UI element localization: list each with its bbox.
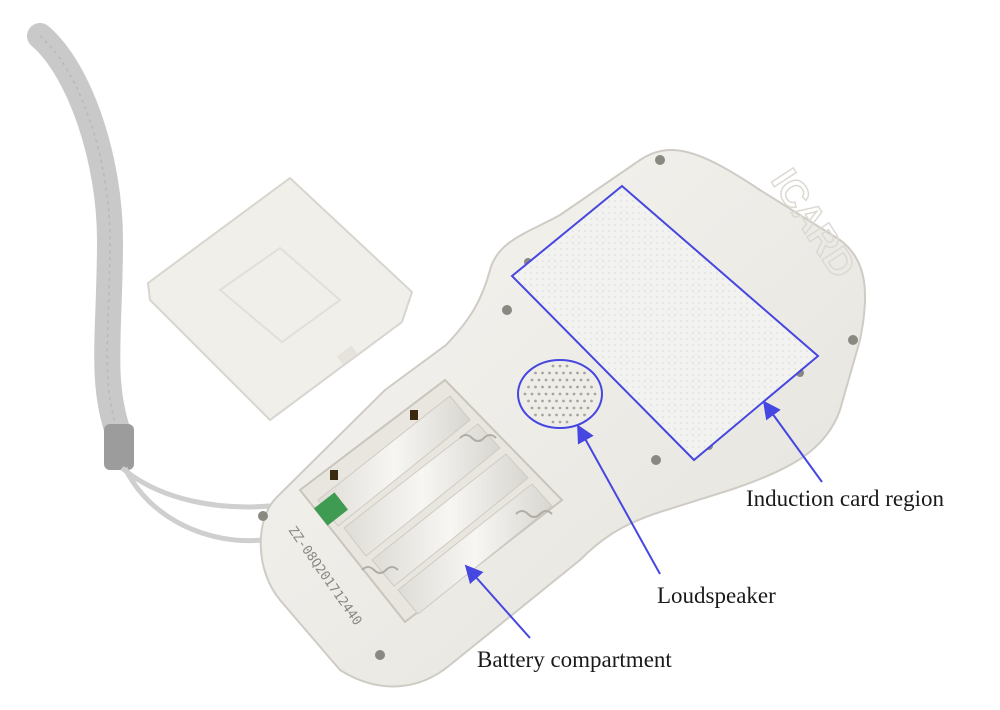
- speaker-hole: [565, 378, 569, 382]
- speaker-hole: [569, 385, 572, 389]
- speaker-hole: [523, 392, 527, 396]
- speaker-hole: [569, 399, 572, 403]
- speaker-hole: [544, 406, 548, 410]
- speaker-hole: [569, 371, 572, 375]
- speaker-hole: [541, 399, 544, 403]
- speaker-hole: [527, 399, 530, 403]
- speaker-hole: [579, 378, 583, 382]
- speaker-hole: [534, 371, 537, 375]
- speaker-hole: [565, 392, 569, 396]
- speaker-hole: [548, 385, 551, 389]
- screw-icon: [258, 511, 268, 521]
- speaker-hole: [530, 378, 534, 382]
- circuit-board: [313, 492, 349, 526]
- battery-cell: [317, 395, 553, 615]
- speaker-hole: [551, 364, 555, 368]
- loudspeaker-grille: [517, 359, 603, 429]
- speaker-hole: [534, 399, 537, 403]
- battery-compartment-label: Battery compartment: [477, 647, 672, 672]
- speaker-hole: [541, 371, 544, 375]
- speaker-hole: [576, 385, 579, 389]
- battery-arrow: [464, 564, 531, 639]
- terminal: [410, 410, 418, 420]
- speaker-hole: [565, 364, 569, 368]
- speaker-hole: [586, 406, 590, 410]
- induction-arrow: [762, 400, 823, 483]
- speaker-hole: [572, 378, 576, 382]
- speaker-hole: [530, 392, 534, 396]
- screw-icon: [502, 305, 512, 315]
- induction-card-region-label: Induction card region: [746, 486, 944, 511]
- speaker-hole: [544, 378, 548, 382]
- speaker-hole: [569, 413, 572, 417]
- speaker-hole: [544, 392, 548, 396]
- speaker-hole: [558, 378, 562, 382]
- speaker-hole: [579, 392, 583, 396]
- strap-clip: [104, 424, 134, 470]
- speaker-hole: [583, 371, 586, 375]
- battery-cover: [146, 176, 414, 422]
- speaker-hole: [593, 392, 597, 396]
- induction-region-outline: [510, 184, 820, 462]
- speaker-hole: [534, 413, 537, 417]
- speaker-hole: [590, 399, 593, 403]
- terminal: [330, 470, 338, 480]
- speaker-hole: [555, 371, 558, 375]
- speaker-hole: [572, 392, 576, 396]
- speaker-hole: [551, 378, 555, 382]
- speaker-hole: [555, 385, 558, 389]
- speaker-hole: [565, 420, 569, 424]
- speaker-hole: [586, 392, 590, 396]
- speaker-hole: [576, 371, 579, 375]
- screw-icon: [375, 650, 385, 660]
- speaker-hole: [583, 413, 586, 417]
- speaker-hole: [541, 413, 544, 417]
- loudspeaker-label: Loudspeaker: [657, 583, 776, 608]
- screw-icon: [655, 155, 665, 165]
- speaker-hole: [565, 406, 569, 410]
- speaker-hole: [555, 399, 558, 403]
- speaker-hole: [583, 399, 586, 403]
- speaker-hole: [551, 392, 555, 396]
- speaker-hole: [572, 406, 576, 410]
- wrist-strap: [27, 23, 281, 544]
- speaker-hole: [562, 399, 565, 403]
- speaker-hole: [537, 378, 541, 382]
- speaker-hole: [558, 406, 562, 410]
- speaker-hole: [551, 420, 555, 424]
- loudspeaker-arrow: [577, 424, 661, 575]
- induction-card-pad: [510, 184, 820, 462]
- speaker-hole: [537, 392, 541, 396]
- speaker-hole: [558, 392, 562, 396]
- screw-icon: [848, 335, 858, 345]
- speaker-hole: [548, 413, 551, 417]
- speaker-hole: [527, 385, 530, 389]
- speaker-hole: [534, 385, 537, 389]
- speaker-hole: [558, 364, 562, 368]
- speaker-hole: [579, 406, 583, 410]
- screw-icon: [651, 455, 661, 465]
- battery-compartment-area: [298, 378, 564, 624]
- speaker-hole: [590, 385, 593, 389]
- battery-springs: [361, 434, 553, 574]
- speaker-hole: [555, 413, 558, 417]
- speaker-hole: [586, 378, 590, 382]
- speaker-hole: [583, 385, 586, 389]
- speaker-hole: [548, 399, 551, 403]
- speaker-hole: [537, 406, 541, 410]
- speaker-hole: [562, 385, 565, 389]
- speaker-hole: [551, 406, 555, 410]
- speaker-hole: [558, 420, 562, 424]
- speaker-hole: [548, 371, 551, 375]
- speaker-hole: [576, 399, 579, 403]
- speaker-hole: [576, 413, 579, 417]
- speaker-hole: [530, 406, 534, 410]
- speaker-hole: [562, 371, 565, 375]
- speaker-hole: [541, 385, 544, 389]
- speaker-hole: [562, 413, 565, 417]
